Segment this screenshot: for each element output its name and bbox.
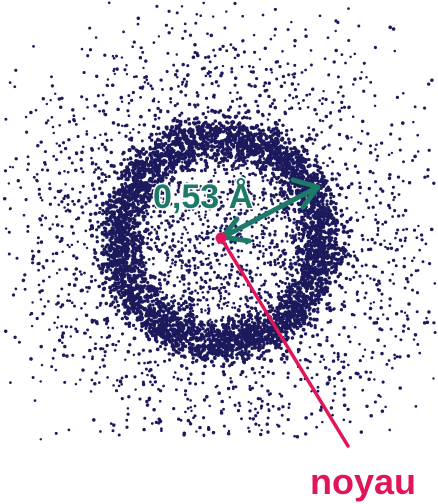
radius-label: 0,53 Å [153, 178, 253, 216]
nucleus-dot-icon [215, 232, 227, 244]
nucleus-pointer-line [219, 236, 350, 448]
radius-arrow-shaft [224, 186, 317, 238]
radius-arrow-head-outer [290, 177, 321, 210]
nucleus-label: noyau [310, 461, 416, 502]
electron-cloud [2, 1, 437, 441]
